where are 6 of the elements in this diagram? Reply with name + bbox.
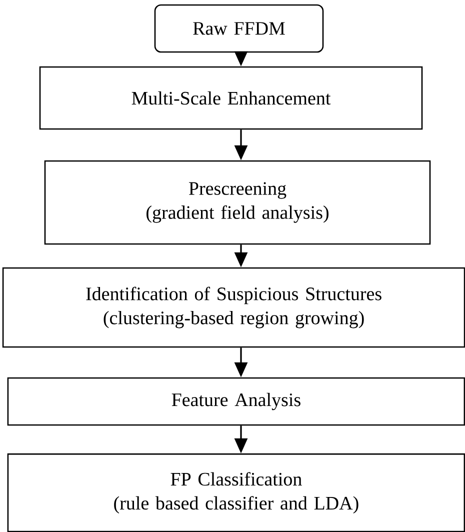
process-box: Prescreening (gradient field analysis) xyxy=(44,160,431,245)
process-box: Multi-Scale Enhancement xyxy=(39,66,423,130)
process-box: FP Classification (rule based classifier and LDA) xyxy=(7,453,465,532)
process-box: Identification of Suspicious Structures (clustering-based region growing) xyxy=(2,267,465,348)
start-box: Raw FFDM xyxy=(154,4,324,53)
process-box: Feature Analysis xyxy=(7,377,465,426)
